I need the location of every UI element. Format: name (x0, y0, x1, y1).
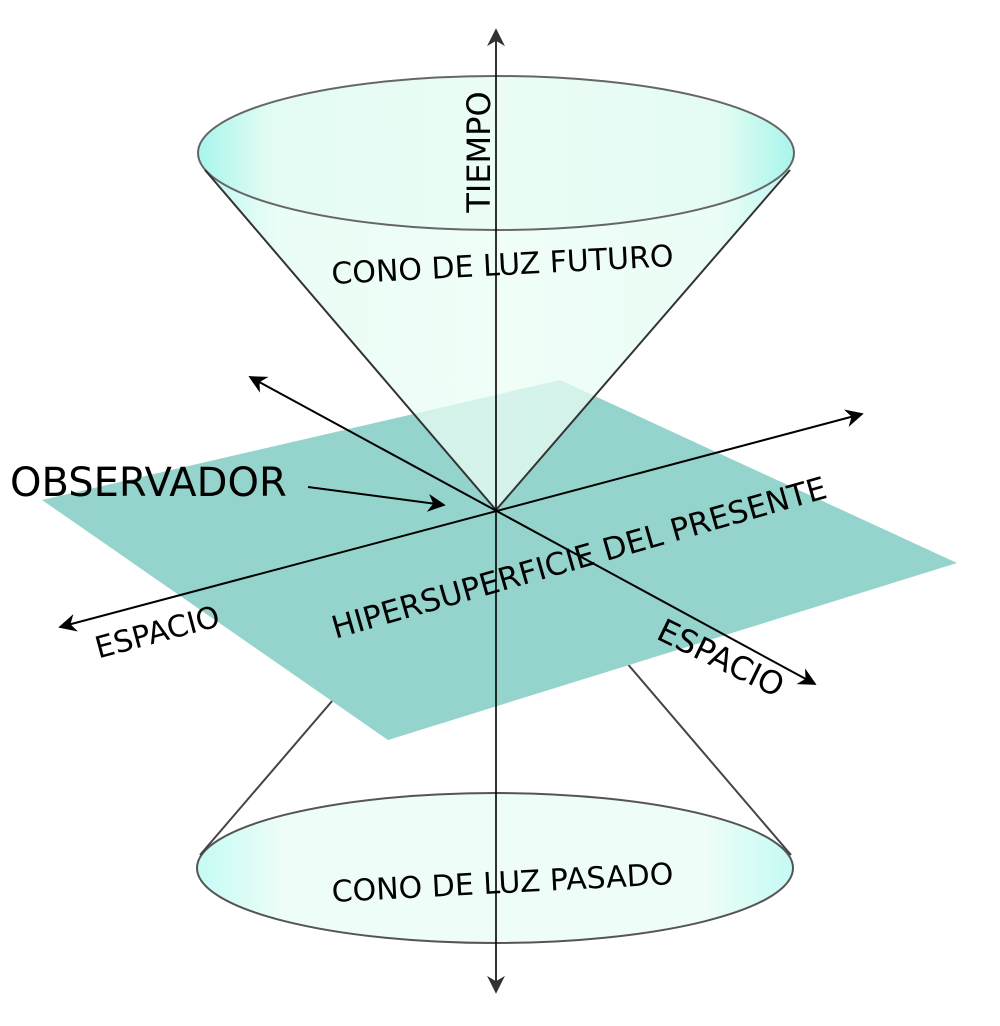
time-axis-label: TIEMPO (460, 91, 498, 213)
space-left-label: ESPACIO (91, 599, 223, 666)
observer-pointer-arrow (307, 486, 446, 512)
observer-label: OBSERVADOR (10, 460, 287, 506)
space-axis-2 (248, 376, 817, 685)
